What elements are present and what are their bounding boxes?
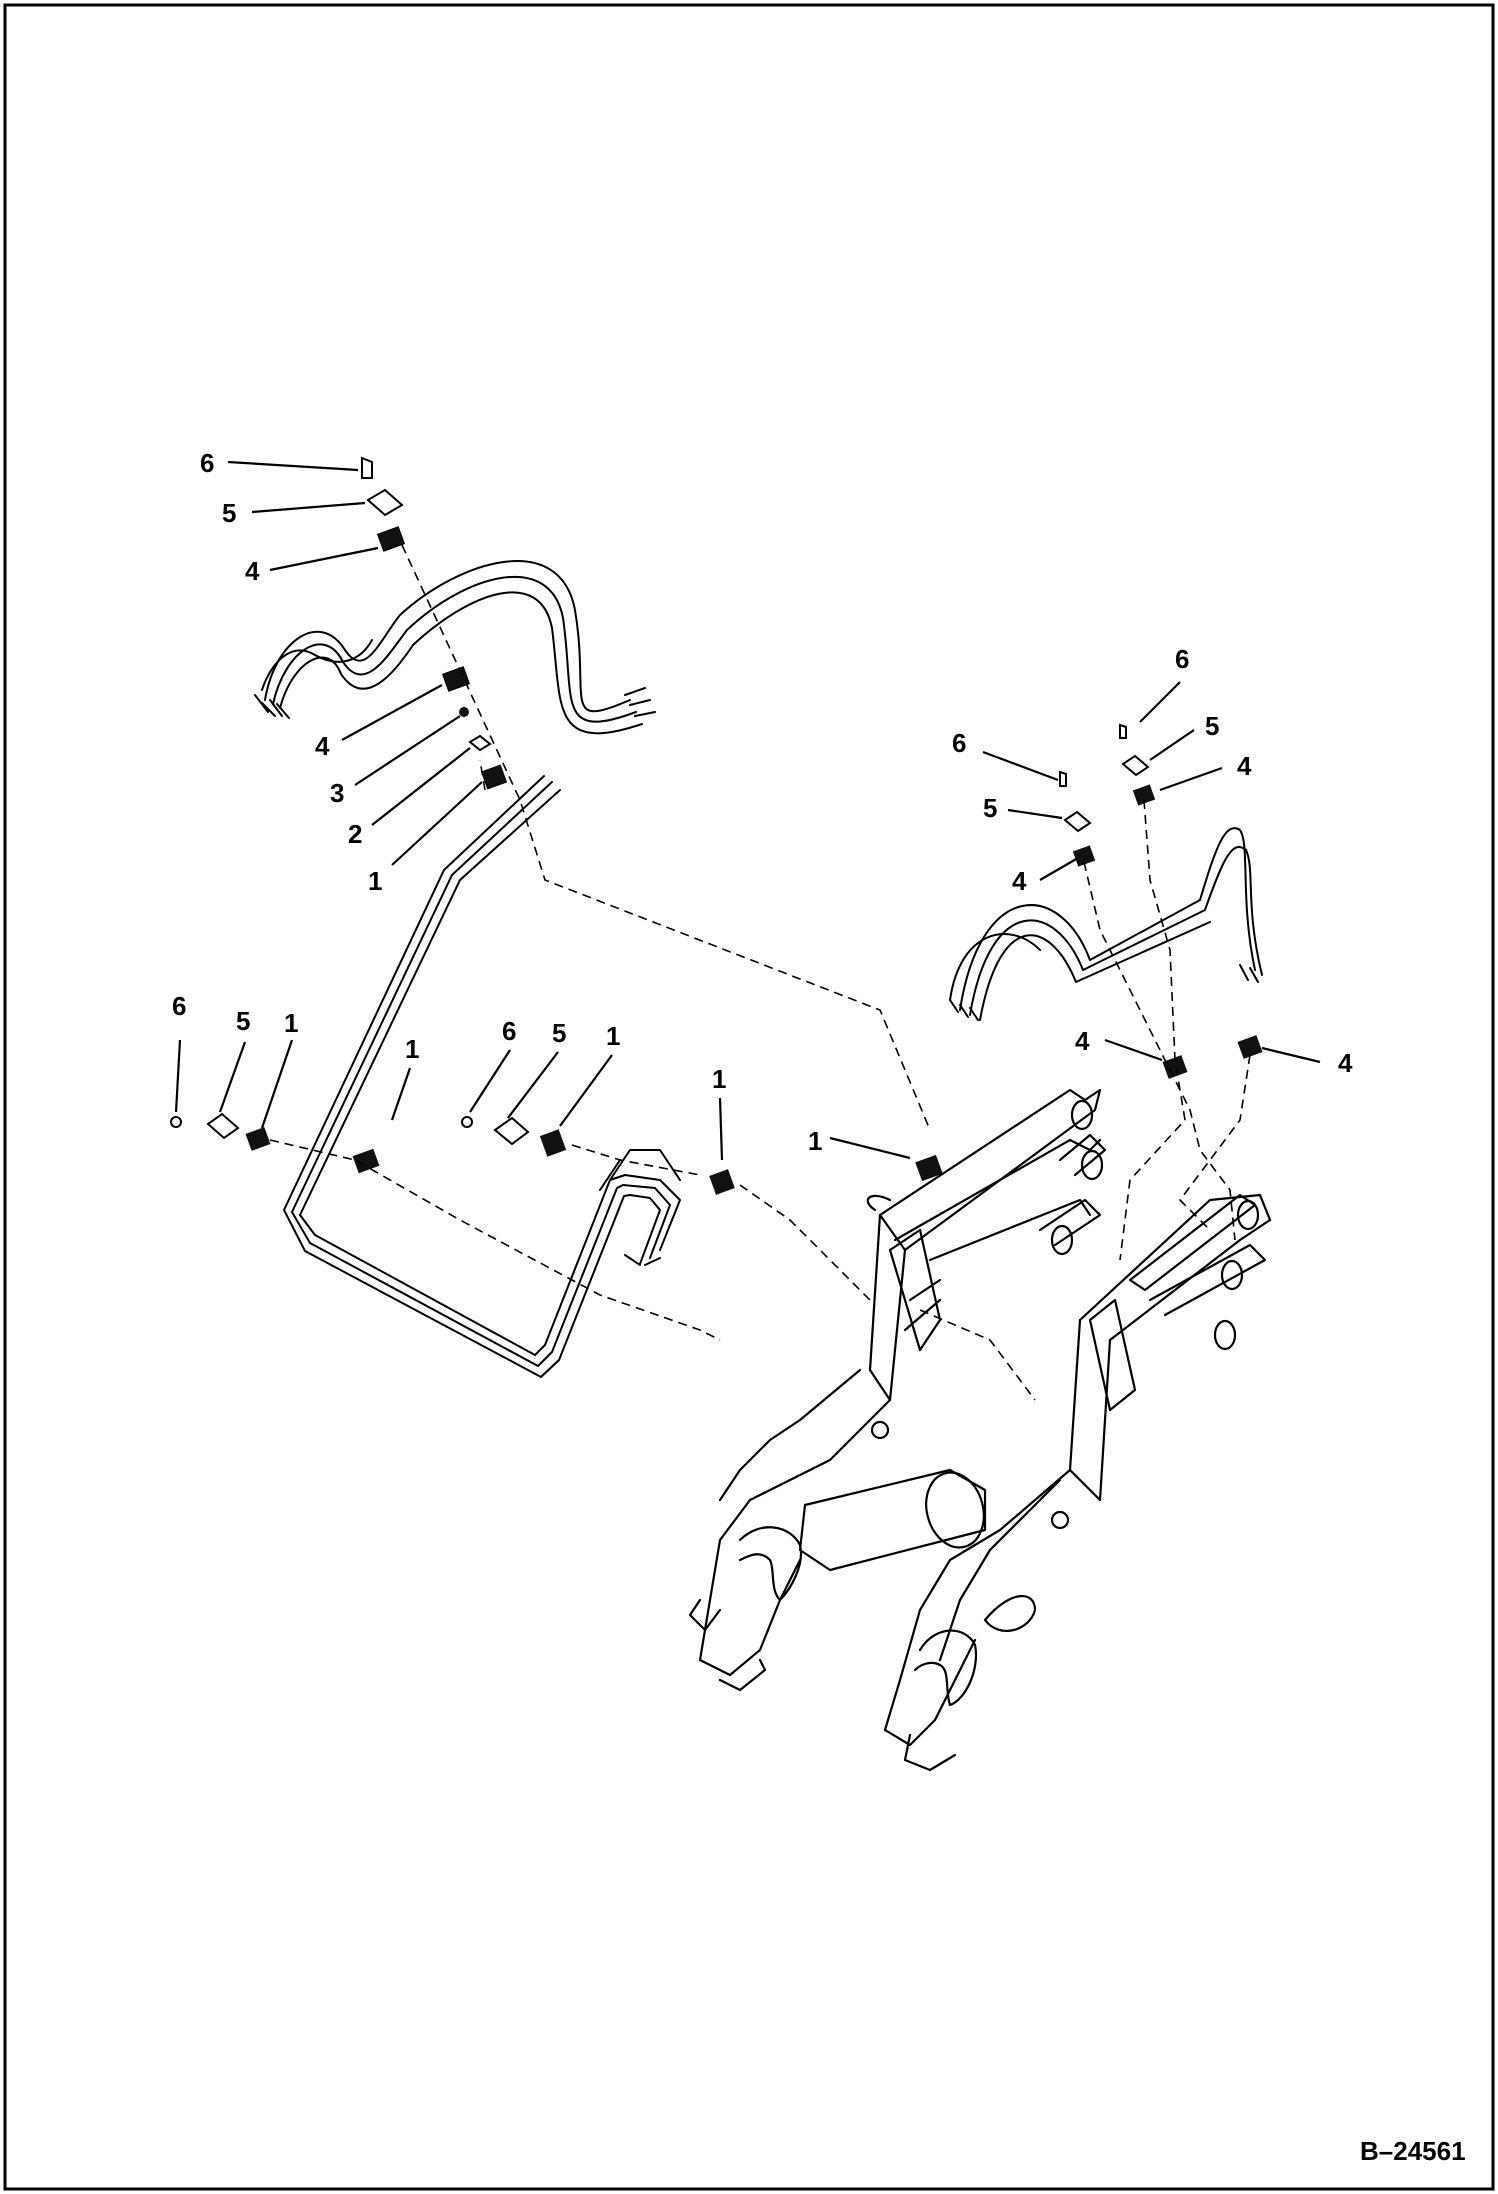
plate-part-5-center: [493, 1116, 530, 1146]
page-border: [3, 3, 1495, 2191]
callout-4-right-top: 4: [1237, 751, 1252, 781]
callout-3-mid-left: 3: [330, 778, 344, 808]
upper-left-hose-assembly: [254, 560, 656, 735]
nut-part-3: [459, 707, 469, 717]
callout-2-mid-left: 2: [348, 819, 362, 849]
clamp-part-4-right-c: [1162, 1055, 1188, 1079]
callout-4-mid-left: 4: [315, 731, 330, 761]
callout-1-frame: 1: [808, 1126, 822, 1156]
leader-lines: [174, 460, 1321, 1161]
clamp-part-1-left: [245, 1127, 271, 1151]
upper-right-hose-assembly: [949, 827, 1263, 1021]
washer-part-2: [468, 734, 492, 752]
plate-part-5: [366, 488, 404, 517]
callout-6-left: 6: [172, 991, 186, 1021]
clamp-part-4b: [441, 666, 471, 692]
clamp-on-tube-2: [709, 1169, 735, 1195]
clamp-part-4: [376, 526, 406, 552]
assembly-dashed-lines: [269, 544, 1251, 1401]
bolt-part-6-center: [461, 1116, 473, 1128]
callout-5-upper-left: 5: [222, 498, 236, 528]
left-tube-loop: [283, 775, 681, 1378]
clamp-part-1: [480, 764, 508, 790]
callout-1-mid-left: 1: [368, 866, 382, 896]
callout-1-left: 1: [284, 1008, 298, 1038]
clamp-stack-upper-left: [361, 456, 508, 790]
callout-5-right: 5: [983, 793, 997, 823]
callout-4-upper-left: 4: [245, 556, 260, 586]
callout-5-center: 5: [552, 1018, 566, 1048]
callout-5-left: 5: [236, 1006, 250, 1036]
clamp-part-4-right-b: [1132, 784, 1156, 806]
plate-part-5-right-a: [1063, 810, 1092, 833]
callout-1-center: 1: [606, 1021, 620, 1051]
callouts: 6 5 4 4 3 2 1 6 5 1 1 6 5 1 1 1 6 5 4 6 …: [172, 448, 1353, 1156]
bolt-part-6-right-b: [1119, 723, 1127, 739]
plate-part-5-right-b: [1121, 754, 1150, 777]
clamp-stack-right: [915, 723, 1263, 1182]
callout-1-center-right: 1: [712, 1064, 726, 1094]
tube-clamps-left: [170, 1112, 735, 1195]
loader-arm-frame: [688, 1088, 1272, 1772]
clamp-part-1-mid: [915, 1154, 943, 1182]
bolt-part-6: [361, 456, 373, 479]
callout-6-upper-left: 6: [200, 448, 214, 478]
clamp-part-4-right-d: [1237, 1035, 1263, 1059]
callout-6-right: 6: [952, 728, 966, 758]
clamp-on-tube-1: [352, 1148, 380, 1174]
drawing-number: B–24561: [1360, 2136, 1466, 2166]
callout-1-tube: 1: [405, 1034, 419, 1064]
callout-4-far-right: 4: [1338, 1048, 1353, 1078]
callout-5-right-top: 5: [1205, 711, 1219, 741]
plate-part-5-left: [206, 1112, 240, 1140]
bolt-part-6-left: [170, 1116, 182, 1128]
clamp-part-1-center: [539, 1129, 567, 1157]
callout-6-right-top: 6: [1175, 644, 1189, 674]
callout-4-right: 4: [1012, 866, 1027, 896]
callout-4-right-lower: 4: [1075, 1026, 1090, 1056]
callout-6-center: 6: [502, 1016, 516, 1046]
bolt-part-6-right-a: [1059, 770, 1067, 787]
clamp-part-4-right-a: [1072, 845, 1096, 867]
